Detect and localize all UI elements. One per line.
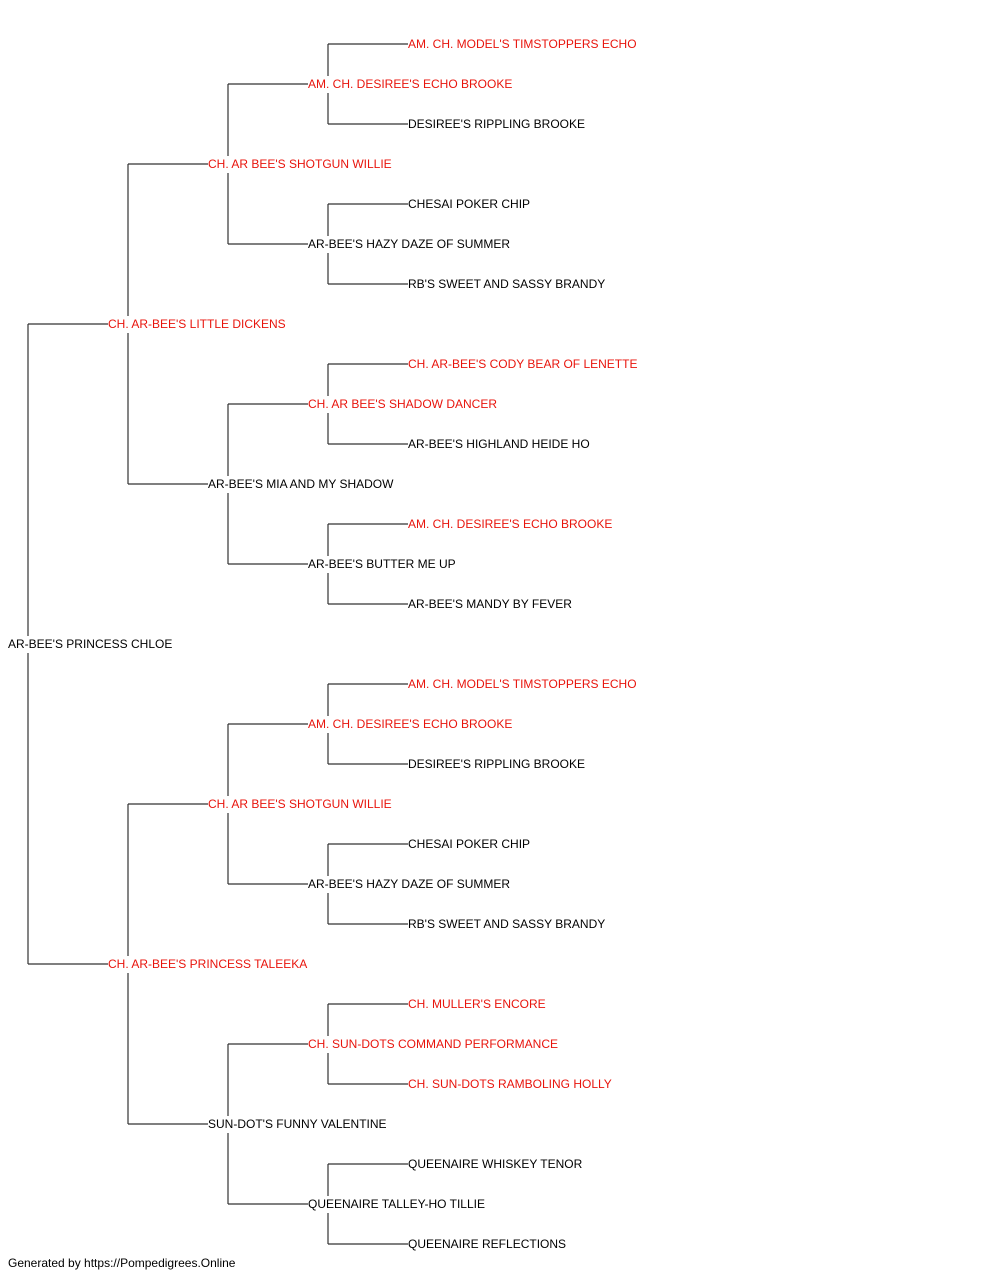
ancestor-dam-gen1: CH. AR-BEE'S PRINCESS TALEEKA xyxy=(108,957,307,971)
ancestor-sire-gen2: CH. AR BEE'S SHOTGUN WILLIE xyxy=(208,157,392,171)
ancestor-dam-gen4: DESIREE'S RIPPLING BROOKE xyxy=(408,757,585,771)
ancestor-dam-gen2: AR-BEE'S MIA AND MY SHADOW xyxy=(208,477,394,491)
ancestor-dam-gen3: AR-BEE'S HAZY DAZE OF SUMMER xyxy=(308,877,510,891)
ancestor-dam-gen4: RB'S SWEET AND SASSY BRANDY xyxy=(408,277,605,291)
ancestor-sire-gen4: AM. CH. MODEL'S TIMSTOPPERS ECHO xyxy=(408,677,637,691)
ancestor-sire-gen4: CH. AR-BEE'S CODY BEAR OF LENETTE xyxy=(408,357,637,371)
ancestor-sire-gen4: QUEENAIRE WHISKEY TENOR xyxy=(408,1157,583,1171)
ancestor-dam-gen3: QUEENAIRE TALLEY-HO TILLIE xyxy=(308,1197,485,1211)
subject-dog-name: AR-BEE'S PRINCESS CHLOE xyxy=(8,637,172,651)
ancestor-sire-gen4: CHESAI POKER CHIP xyxy=(408,837,530,851)
ancestor-dam-gen4: AR-BEE'S HIGHLAND HEIDE HO xyxy=(408,437,590,451)
ancestor-dam-gen4: AR-BEE'S MANDY BY FEVER xyxy=(408,597,572,611)
ancestor-sire-gen1: CH. AR-BEE'S LITTLE DICKENS xyxy=(108,317,286,331)
ancestor-sire-gen4: CH. MULLER'S ENCORE xyxy=(408,997,546,1011)
ancestor-sire-gen3: AM. CH. DESIREE'S ECHO BROOKE xyxy=(308,717,512,731)
ancestor-sire-gen3: AM. CH. DESIREE'S ECHO BROOKE xyxy=(308,77,512,91)
ancestor-sire-gen2: CH. AR BEE'S SHOTGUN WILLIE xyxy=(208,797,392,811)
ancestor-dam-gen4: QUEENAIRE REFLECTIONS xyxy=(408,1237,566,1251)
ancestor-dam-gen2: SUN-DOT'S FUNNY VALENTINE xyxy=(208,1117,387,1131)
ancestor-dam-gen3: AR-BEE'S BUTTER ME UP xyxy=(308,557,456,571)
ancestor-dam-gen4: RB'S SWEET AND SASSY BRANDY xyxy=(408,917,605,931)
ancestor-dam-gen4: DESIREE'S RIPPLING BROOKE xyxy=(408,117,585,131)
ancestor-dam-gen3: AR-BEE'S HAZY DAZE OF SUMMER xyxy=(308,237,510,251)
ancestor-sire-gen4: AM. CH. DESIREE'S ECHO BROOKE xyxy=(408,517,612,531)
ancestor-sire-gen4: CHESAI POKER CHIP xyxy=(408,197,530,211)
ancestor-sire-gen3: CH. SUN-DOTS COMMAND PERFORMANCE xyxy=(308,1037,558,1051)
ancestor-sire-gen3: CH. AR BEE'S SHADOW DANCER xyxy=(308,397,497,411)
ancestor-dam-gen4: CH. SUN-DOTS RAMBOLING HOLLY xyxy=(408,1077,612,1091)
ancestor-sire-gen4: AM. CH. MODEL'S TIMSTOPPERS ECHO xyxy=(408,37,637,51)
footer-credit: Generated by https://Pompedigrees.Online xyxy=(8,1256,236,1270)
